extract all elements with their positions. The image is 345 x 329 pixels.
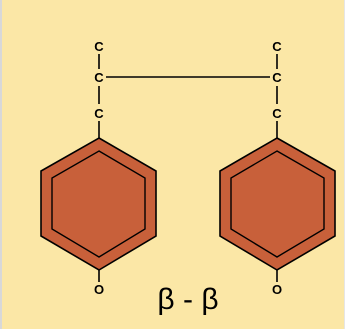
left-aromatic-ring-inner: [51, 150, 146, 258]
right-hydroxyl-atom: O: [272, 282, 282, 297]
left-hydroxyl-atom: O: [94, 282, 104, 297]
right-monolignol-unit: C C C O: [219, 39, 336, 297]
left-chain-atom-beta: C: [94, 70, 104, 85]
right-chain-atom-beta: C: [272, 70, 282, 85]
linkage-caption: β - β: [157, 283, 218, 316]
left-aromatic-ring: [40, 137, 157, 271]
right-aromatic-ring: [219, 137, 336, 271]
right-chain-atom-alpha: C: [272, 106, 282, 121]
left-chain-atom-gamma: C: [94, 39, 104, 54]
left-monolignol-unit: C C C O: [40, 39, 157, 297]
right-aromatic-ring-inner: [230, 150, 325, 258]
right-chain-atom-gamma: C: [272, 39, 282, 54]
left-chain-atom-alpha: C: [94, 106, 104, 121]
